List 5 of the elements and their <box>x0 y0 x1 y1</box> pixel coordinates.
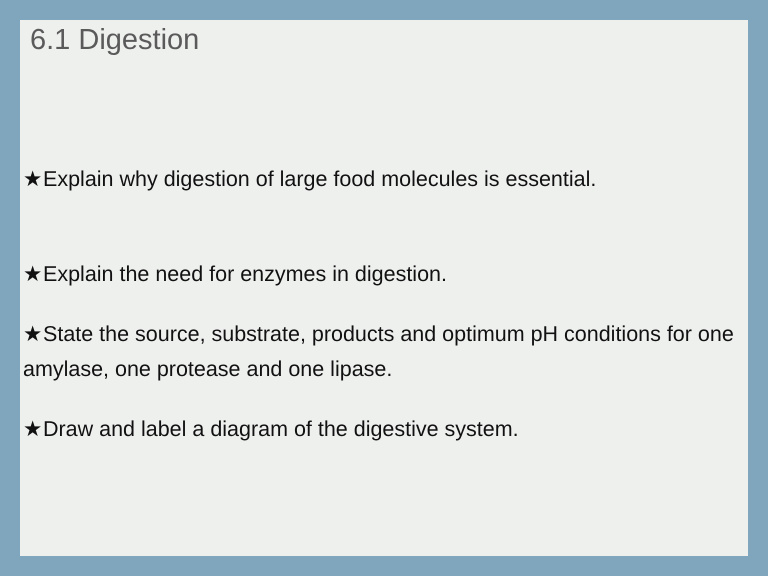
bullet-point: ★State the source, substrate, products and optimum pH conditions for one amylase, one protease and one lipase. <box>23 321 735 383</box>
bullet-point: ★Draw and label a diagram of the digestive system. <box>23 416 520 443</box>
slide-title: 6.1 Digestion <box>30 24 200 57</box>
bullet-point: ★Explain why digestion of large food molecules is essential. <box>23 166 598 193</box>
bullet-point: ★Explain the need for enzymes in digestion. <box>23 261 448 288</box>
